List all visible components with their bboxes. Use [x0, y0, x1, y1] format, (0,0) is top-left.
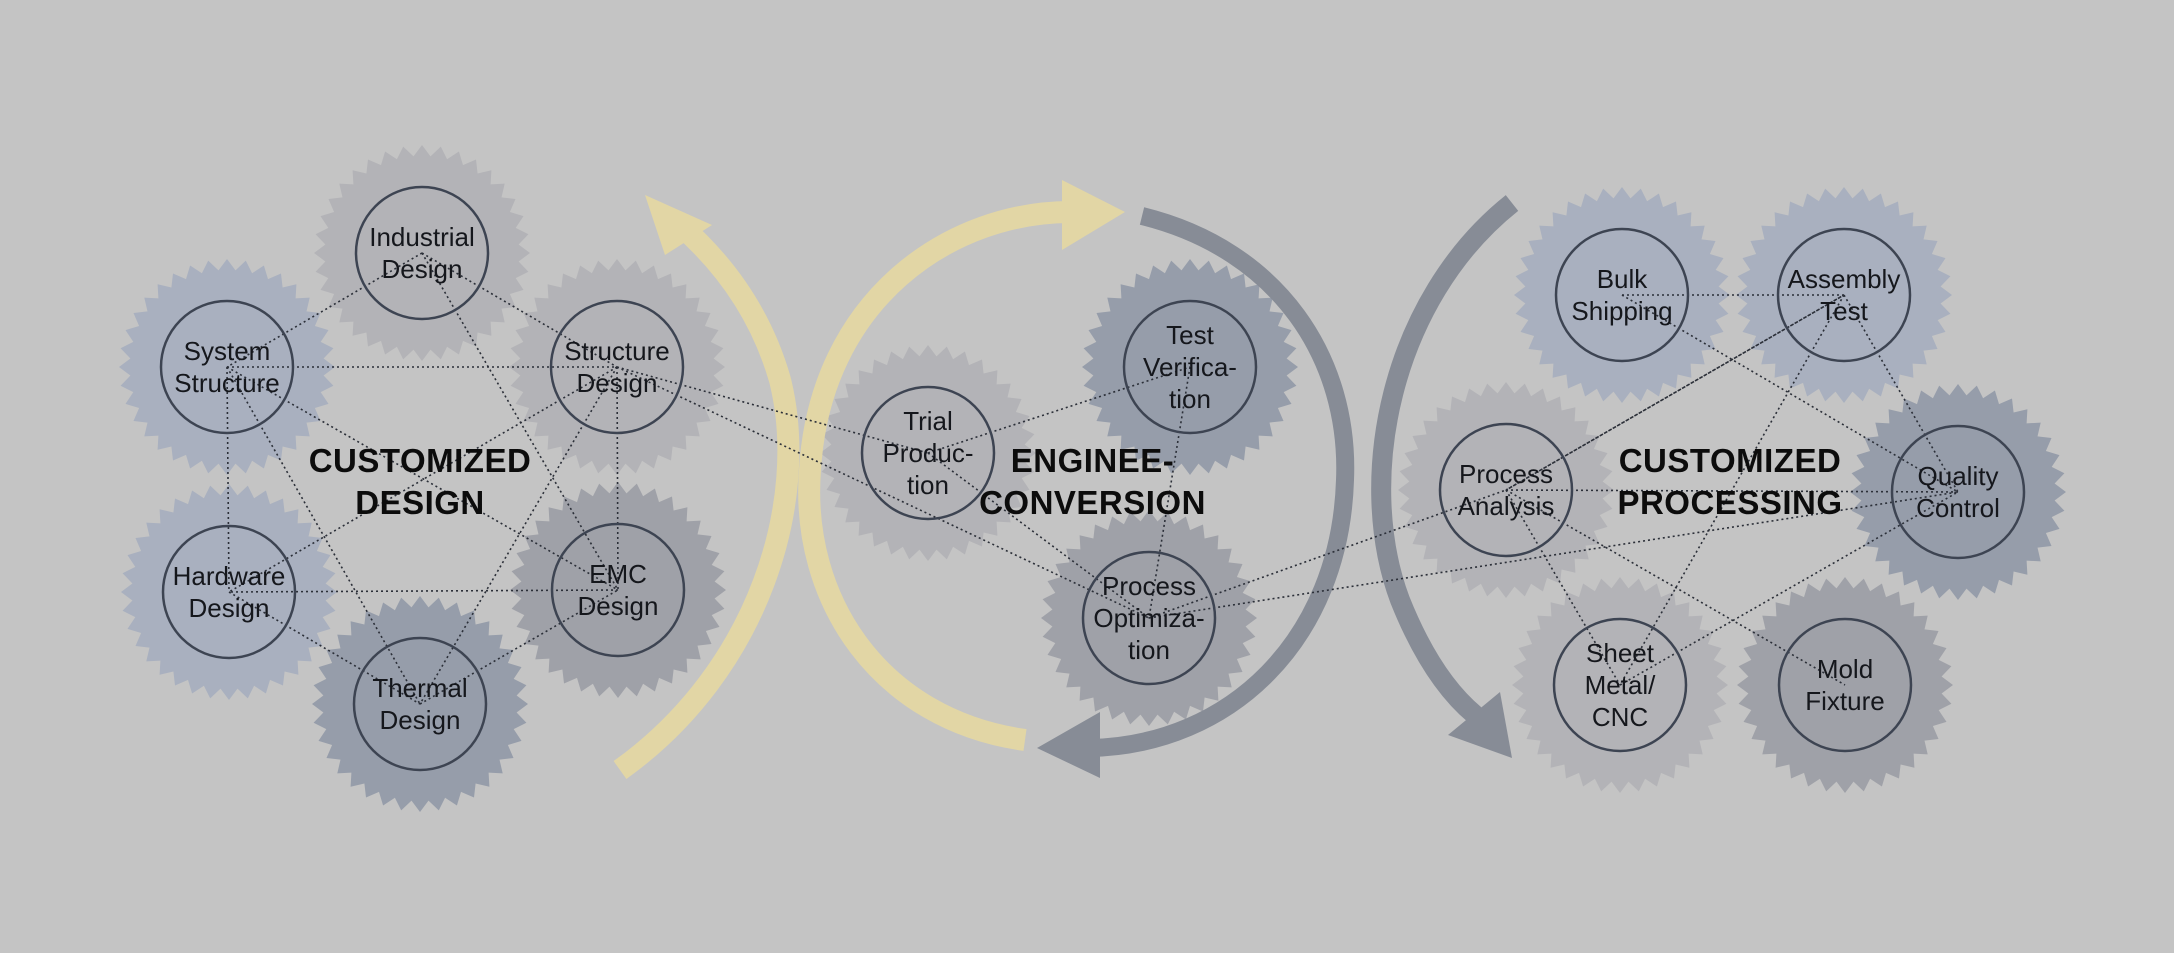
arrow-head-icon — [1062, 180, 1125, 250]
section-label-conversion: ENGINEE- CONVERSION — [979, 442, 1206, 521]
node-circle-system-structure — [159, 299, 295, 435]
connector-line — [1148, 366, 1191, 619]
connector-line — [1148, 491, 1959, 619]
arrow-head-icon — [645, 195, 712, 255]
node-circle-structure-design — [549, 299, 685, 435]
node-circle-bulk-shipping — [1554, 227, 1690, 363]
node-circle-sheet-metal-cnc — [1552, 617, 1688, 753]
cycle-arrow-conversion-yellow — [798, 200, 1076, 751]
section-label-processing: CUSTOMIZED PROCESSING — [1617, 442, 1843, 521]
node-circle-mold-fixture — [1777, 617, 1913, 753]
connector-line — [927, 452, 1150, 619]
node-circle-industrial-design — [354, 185, 490, 321]
connector-line — [616, 366, 619, 591]
arrow-head-icon — [1037, 712, 1100, 778]
connector-line — [1148, 489, 1507, 619]
connector-line — [1505, 489, 1959, 493]
arrow-head-icon — [1448, 692, 1512, 758]
node-circle-process-analysis — [1438, 422, 1574, 558]
cycle-arrow-design — [613, 216, 800, 779]
connector-line — [228, 591, 421, 705]
connector-line — [927, 366, 1191, 454]
cycle-arrows — [613, 180, 1519, 779]
gear-icon — [1850, 384, 2066, 600]
connector-line — [616, 366, 929, 454]
node-circle-hardware-design — [161, 524, 297, 660]
node-circle-emc-design — [550, 522, 686, 658]
connector-line — [419, 589, 619, 705]
cycle-arrow-processing — [1371, 195, 1519, 723]
node-circles — [159, 185, 2026, 772]
node-circle-trial-production — [860, 385, 996, 521]
node-circle-assembly-test — [1776, 227, 1912, 363]
node-circle-test-verification — [1122, 299, 1258, 435]
connector-line — [226, 366, 619, 591]
node-circle-thermal-design — [352, 636, 488, 772]
node-circle-process-optimization — [1081, 550, 1217, 686]
cycle-arrow-conversion-gray — [1089, 207, 1355, 757]
node-circle-quality-control — [1890, 424, 2026, 560]
connector-line — [616, 366, 1150, 619]
section-label-design: CUSTOMIZED DESIGN — [308, 442, 532, 521]
